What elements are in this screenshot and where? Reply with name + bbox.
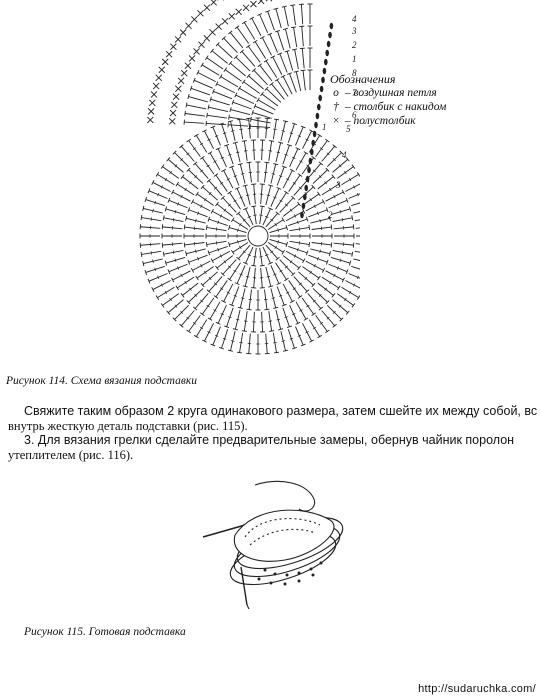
crochet-diagram: 1 2 3 4 56 7 8 1 2 3 4 bbox=[139, 0, 360, 355]
paragraph-2-line-2: утеплителем (рис. 116). bbox=[8, 448, 134, 462]
legend-item-chain: o – воздушная петля bbox=[330, 86, 540, 100]
row-number: 1 bbox=[322, 122, 327, 132]
legend: Обозначения o – воздушная петля † – стол… bbox=[330, 72, 540, 128]
single-crochet-symbol: × bbox=[332, 115, 340, 127]
coaster-illustration bbox=[202, 480, 344, 610]
paragraph-1-line-1: Свяжите таким образом 2 круга одинаковог… bbox=[24, 404, 538, 418]
paragraph-2: 3. Для вязания грелки сделайте предварит… bbox=[8, 433, 540, 463]
legend-item-label: – воздушная петля bbox=[342, 87, 437, 99]
paragraph-2-line-1: 3. Для вязания грелки сделайте предварит… bbox=[24, 433, 515, 447]
row-number: 2 bbox=[328, 210, 333, 220]
legend-item-label: – столбик с накидом bbox=[342, 101, 447, 113]
row-number: 2 bbox=[352, 40, 357, 50]
row-number: 6 bbox=[352, 110, 357, 120]
chain-stitch-symbol: o bbox=[333, 87, 339, 99]
row-number: 8 bbox=[352, 68, 357, 78]
row-number: 5 bbox=[346, 124, 351, 134]
figure-115-caption: Рисунок 115. Готовая подставка bbox=[24, 626, 186, 638]
paragraph-1: Свяжите таким образом 2 круга одинаковог… bbox=[8, 404, 540, 434]
row-number: 3 bbox=[335, 180, 341, 190]
paragraph-1-line-2: внутрь жесткую деталь подставки (рис. 11… bbox=[8, 419, 248, 433]
watermark-url: http://sudaruchka.com/ bbox=[418, 683, 536, 695]
row-number: 4 bbox=[342, 150, 347, 160]
row-number: 7 bbox=[352, 88, 357, 98]
double-crochet-symbol: † bbox=[333, 101, 339, 113]
legend-item-single: × – полустолбик bbox=[330, 114, 540, 128]
figure-114-caption: Рисунок 114. Схема вязания подставки bbox=[6, 375, 198, 387]
legend-item-label: – полустолбик bbox=[342, 115, 416, 127]
legend-title: Обозначения bbox=[330, 72, 396, 86]
row-number: 3 bbox=[351, 26, 357, 36]
row-number: 1 bbox=[352, 54, 357, 64]
row-number: 4 bbox=[352, 14, 357, 24]
legend-item-double: † – столбик с накидом bbox=[330, 100, 540, 114]
